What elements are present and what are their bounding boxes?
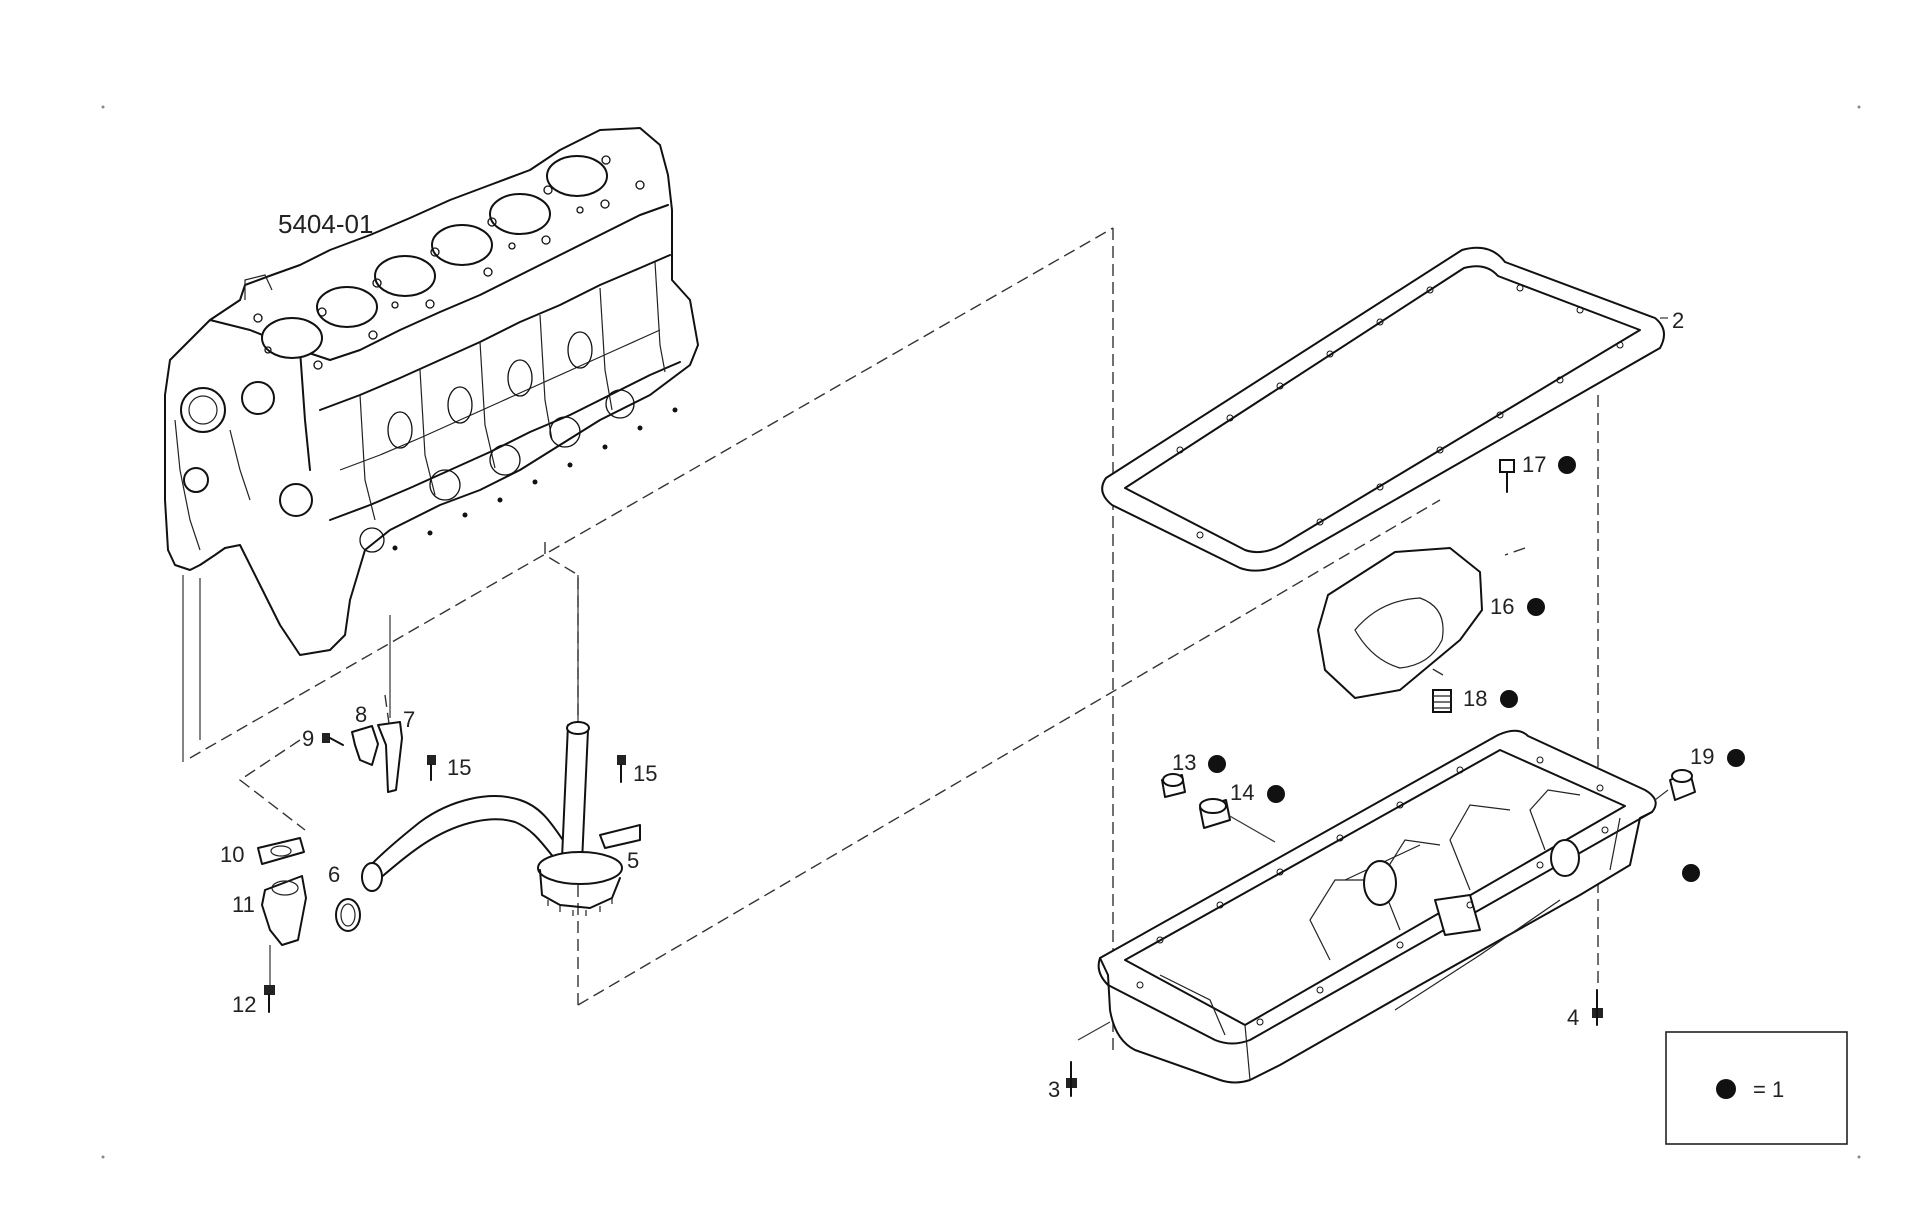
cylinder-bores (261, 155, 608, 359)
legend-text: = 1 (1753, 1077, 1784, 1102)
drain-plug-19 (1669, 769, 1696, 801)
callout-8: 8 (355, 702, 367, 727)
oil-pickup-tube (361, 721, 641, 916)
assembly-dashed-lines (189, 227, 1599, 1050)
corner-marks (101, 105, 1861, 1159)
legend: = 1 (1665, 1031, 1848, 1145)
spring-18 (1432, 689, 1452, 713)
block-guide-lines (182, 575, 579, 762)
callout-14: 14 (1230, 780, 1254, 805)
dot-icon (1682, 864, 1700, 882)
dot-icon (1500, 690, 1518, 708)
callout-labels: 2 3 4 5 6 7 8 9 10 11 12 13 14 15 15 16 … (220, 308, 1714, 1102)
engine-block-reference-label: 5404-01 (278, 209, 373, 239)
bolt-4 (1592, 989, 1603, 1026)
flange-gasket (257, 837, 305, 865)
drain-plug-14 (1199, 798, 1231, 829)
callout-7: 7 (403, 707, 415, 732)
screw-9 (322, 733, 344, 746)
callout-12: 12 (232, 992, 256, 1017)
callout-6: 6 (328, 862, 340, 887)
callout-15-left: 15 (447, 755, 471, 780)
baffle-plate (1317, 547, 1483, 699)
callout-2: 2 (1672, 308, 1684, 333)
oil-pan (1097, 729, 1657, 1084)
engine-block (164, 127, 699, 656)
inlet-flange (261, 875, 307, 946)
drain-plug-13 (1161, 773, 1186, 798)
support-bracket (351, 725, 379, 766)
callout-19: 19 (1690, 744, 1714, 769)
callout-5: 5 (627, 848, 639, 873)
callout-9: 9 (302, 726, 314, 751)
dot-icon (1558, 456, 1576, 474)
clamp-strap (377, 721, 403, 793)
callout-18: 18 (1463, 686, 1487, 711)
callout-17: 17 (1522, 452, 1546, 477)
callout-15-right: 15 (633, 761, 657, 786)
callout-16: 16 (1490, 594, 1514, 619)
callout-4: 4 (1567, 1005, 1579, 1030)
callout-3: 3 (1048, 1077, 1060, 1102)
callout-10: 10 (220, 842, 244, 867)
callout-13: 13 (1172, 750, 1196, 775)
dot-icon (1716, 1079, 1736, 1099)
bolt-12 (264, 985, 275, 1013)
callout-11: 11 (232, 892, 255, 917)
screw-15-left (427, 755, 436, 781)
dot-icon (1527, 598, 1545, 616)
screw-15-right (617, 755, 626, 783)
dot-icon (1727, 749, 1745, 767)
oil-pan-gasket (1101, 246, 1665, 572)
dot-icon (1267, 785, 1285, 803)
quantity-dots (1208, 456, 1745, 882)
bolt-3 (1066, 1021, 1111, 1097)
bolt-17 (1499, 459, 1515, 493)
o-ring-seal (335, 898, 361, 932)
dot-icon (1208, 755, 1226, 773)
